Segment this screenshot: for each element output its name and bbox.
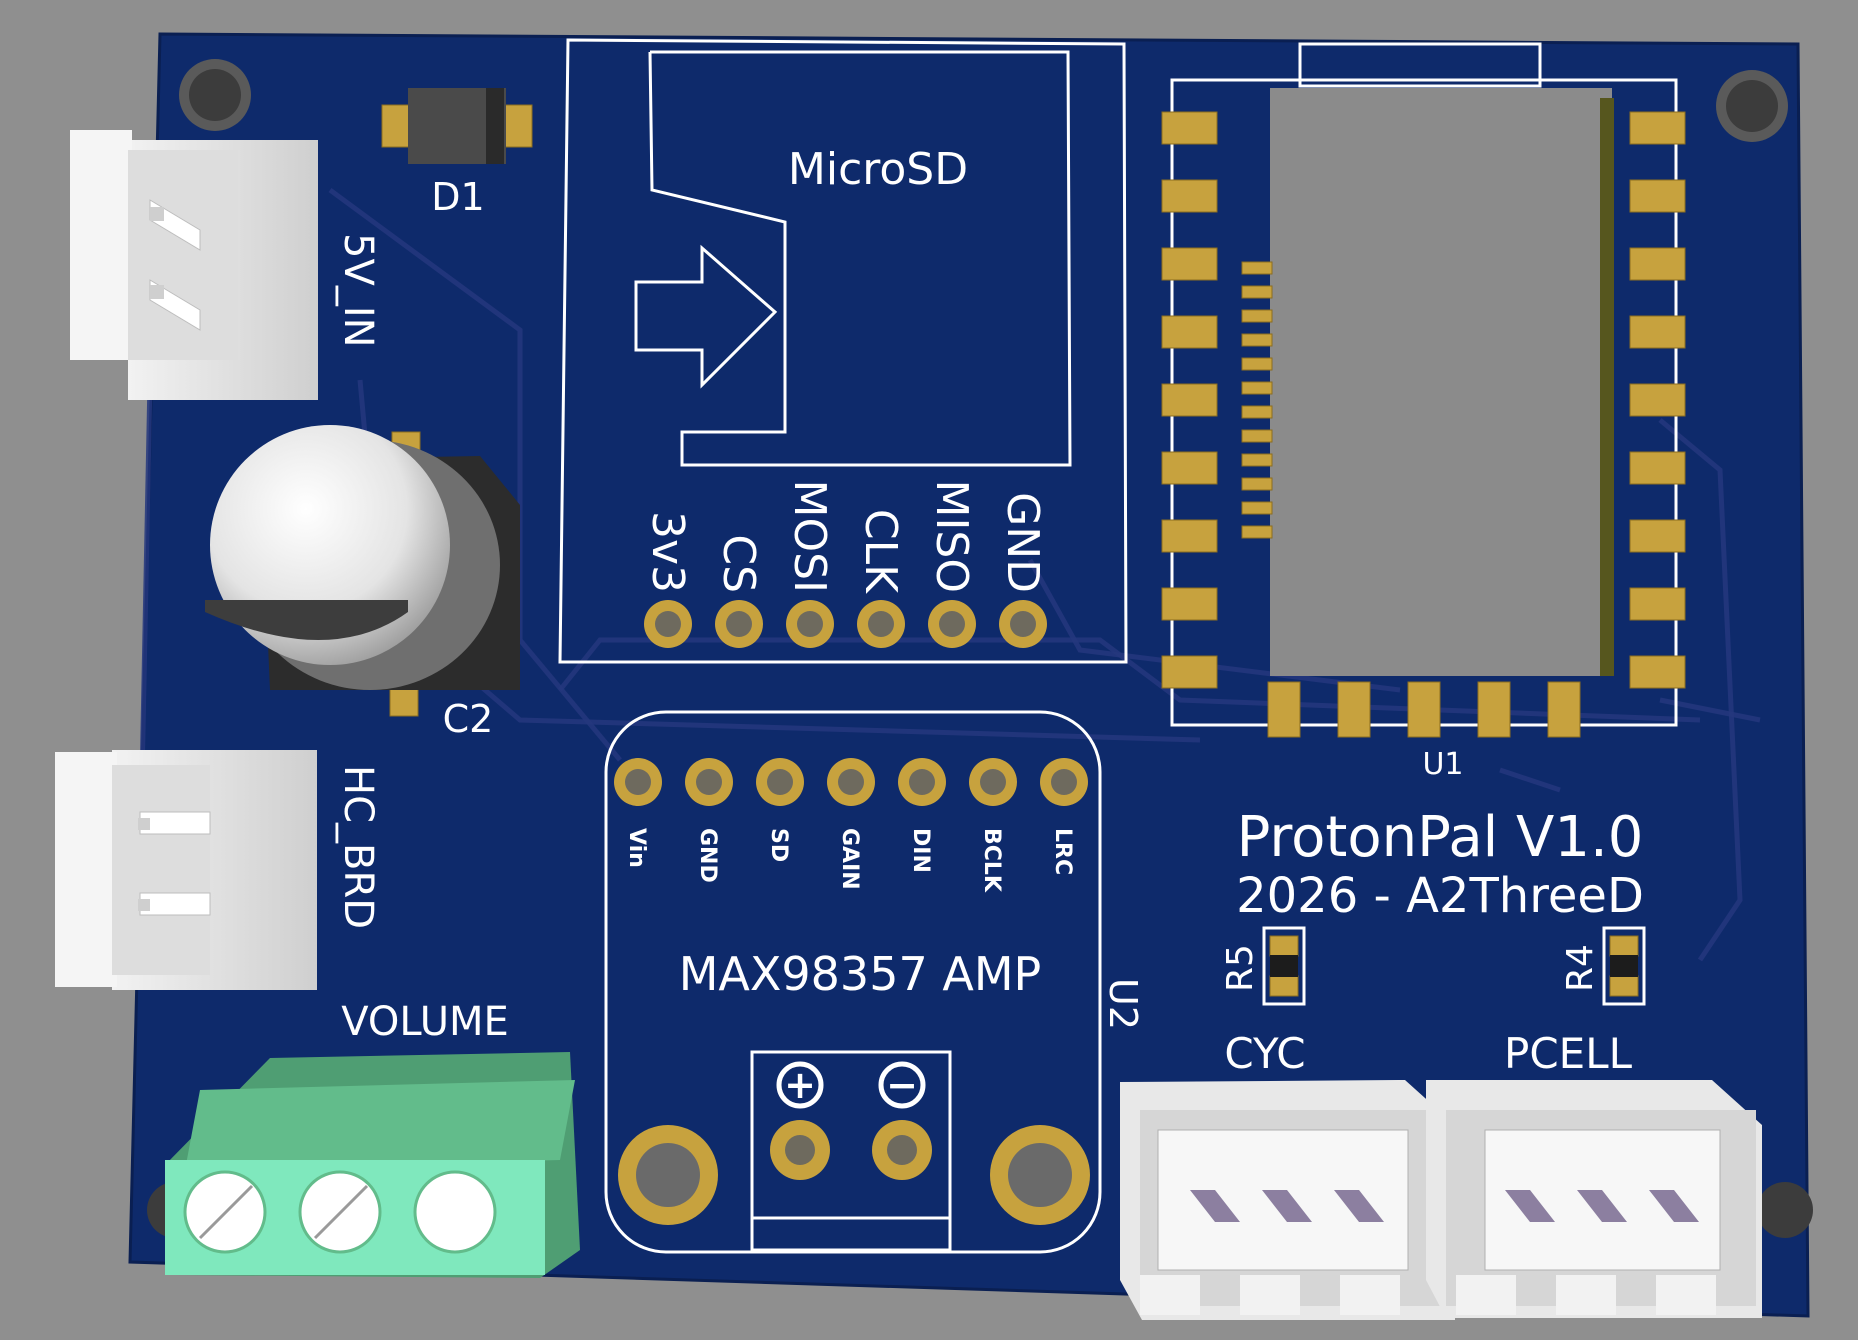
u1-pad-right: [1629, 383, 1686, 417]
amp-pin-label: GAIN: [837, 828, 862, 890]
speaker-minus-symbol: [878, 1061, 926, 1109]
u1-pad-bottom: [1407, 681, 1441, 738]
u1-pad-left: [1161, 315, 1218, 349]
u1-pad-left: [1161, 655, 1218, 689]
speaker-plus-symbol: [776, 1061, 824, 1109]
volume-terminal-block: [165, 1052, 580, 1278]
u1-pad-left: [1161, 111, 1218, 145]
r4-label: R4: [1560, 944, 1601, 992]
connector-pcell: [1426, 1080, 1762, 1318]
microsd-pin-miso: MISO: [926, 479, 977, 648]
u1-pad-right: [1629, 519, 1686, 553]
microsd-pin-header: 3v3 CS MOSI CLK MISO GND: [642, 479, 1048, 648]
u1-pad-inner: [1241, 477, 1273, 491]
amp-pin-label: SD: [766, 828, 791, 862]
microsd-module: [558, 38, 1128, 664]
u1-pad-right: [1629, 315, 1686, 349]
u1-pad-inner: [1241, 501, 1273, 515]
connector-hc-brd: [55, 750, 317, 990]
u1-pad-left: [1161, 247, 1218, 281]
u1-pad-right: [1629, 655, 1686, 689]
mounting-hole-bottom-right: [1757, 1182, 1813, 1238]
u1-pad-inner: [1241, 309, 1273, 323]
microsd-pin-clk: CLK: [855, 509, 906, 648]
microsd-title: MicroSD: [788, 144, 968, 195]
u1-pad-right: [1629, 451, 1686, 485]
amp-pin-label: LRC: [1050, 828, 1075, 875]
connector-5v-in-label: 5V_IN: [335, 233, 381, 348]
u1-pad-right: [1629, 111, 1686, 145]
microsd-pin-cs: CS: [713, 534, 764, 648]
connector-hc-brd-label: HC_BRD: [335, 765, 381, 929]
u1-pad-bottom: [1337, 681, 1371, 738]
microsd-pin-label: MISO: [926, 479, 977, 593]
connector-cyc: [1120, 1080, 1455, 1320]
board-title: ProtonPal V1.0: [1237, 805, 1644, 870]
amp-pin-gain: GAIN: [827, 758, 875, 890]
amp-pin-gnd: GND: [685, 758, 733, 883]
u1-pad-inner: [1241, 429, 1273, 443]
amp-pin-bclk: BCLK: [969, 758, 1017, 893]
speaker-plus-label: +: [784, 1063, 816, 1107]
cyc-label: CYC: [1224, 1029, 1305, 1078]
amp-pin-label: GND: [695, 828, 720, 883]
connector-5v-in: [70, 130, 318, 400]
microsd-pin-gnd: GND: [997, 492, 1048, 648]
u1-pad-bottom: [1477, 681, 1511, 738]
u1-pad-inner: [1241, 405, 1273, 419]
amp-pin-lrc: LRC: [1040, 758, 1088, 875]
microsd-pin-3v3: 3v3: [642, 511, 693, 648]
board-subtitle: 2026 - A2ThreeD: [1236, 868, 1644, 924]
microsd-pin-label: GND: [997, 492, 1048, 593]
u1-pad-right: [1629, 587, 1686, 621]
amp-pin-label: Vin: [624, 828, 649, 868]
pcell-label: PCELL: [1504, 1029, 1633, 1078]
volume-label: VOLUME: [341, 999, 509, 1045]
r5-label: R5: [1220, 944, 1261, 992]
amp-pin-din: DIN: [898, 758, 946, 873]
microsd-pin-label: CS: [713, 534, 764, 593]
amp-title: MAX98357 AMP: [679, 947, 1042, 1001]
u1-pad-inner: [1241, 525, 1273, 539]
speaker-minus-label: −: [886, 1063, 918, 1107]
microsd-pin-mosi: MOSI: [784, 479, 835, 648]
u1-pad-inner: [1241, 381, 1273, 395]
u1-pad-left: [1161, 383, 1218, 417]
u1-pad-inner: [1241, 453, 1273, 467]
diode-d1: [381, 88, 533, 164]
u1-label: U1: [1422, 747, 1463, 782]
microsd-pin-label: CLK: [855, 509, 906, 594]
u1-pad-right: [1629, 179, 1686, 213]
u1-pad-right: [1629, 247, 1686, 281]
module-u1-pads: [1161, 111, 1686, 738]
u1-pad-inner: [1241, 333, 1273, 347]
amp-pin-label: BCLK: [979, 828, 1004, 893]
amp-pin-header: Vin GND SD GAIN DIN BCLK LRC: [614, 758, 1088, 893]
microsd-pin-label: MOSI: [784, 479, 835, 593]
volume-screw-3: [413, 1170, 497, 1254]
amp-pin-sd: SD: [756, 758, 804, 862]
u1-pad-inner: [1241, 357, 1273, 371]
resistor-r5: [1262, 926, 1306, 1006]
microsd-pin-label: 3v3: [642, 511, 693, 593]
amp-pin-label: DIN: [908, 828, 933, 873]
amp-pin-vin: Vin: [614, 758, 662, 868]
u1-pad-left: [1161, 587, 1218, 621]
u1-pad-bottom: [1547, 681, 1581, 738]
d1-label: D1: [431, 175, 484, 219]
u1-pad-inner: [1241, 285, 1273, 299]
u1-pad-left: [1161, 179, 1218, 213]
u1-pad-bottom: [1267, 681, 1301, 738]
resistor-r4: [1602, 926, 1646, 1006]
amp-module: [604, 710, 1102, 1254]
u2-label: U2: [1101, 978, 1145, 1030]
c2-label: C2: [443, 697, 494, 741]
u1-pad-left: [1161, 519, 1218, 553]
capacitor-c2: [205, 425, 520, 717]
u1-pad-inner: [1241, 261, 1273, 275]
u1-pad-left: [1161, 451, 1218, 485]
